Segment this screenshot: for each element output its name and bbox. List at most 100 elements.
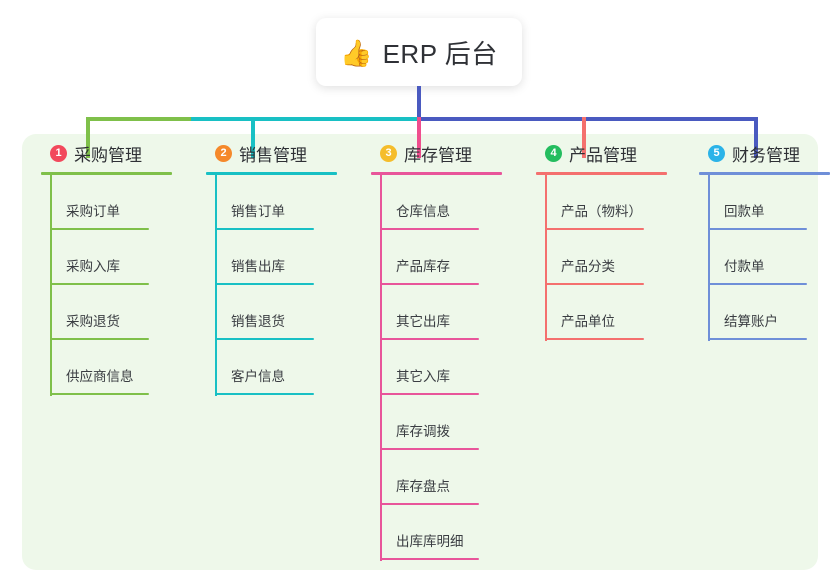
branch-badge-5: 5: [708, 145, 725, 162]
branch-header-rule-1: [41, 172, 172, 175]
list-item[interactable]: 销售退货: [201, 285, 366, 340]
branch-spine-2: [215, 174, 217, 396]
branch-header-rule-3: [371, 172, 502, 175]
list-item-label: 结算账户: [724, 314, 778, 329]
list-item-label: 供应商信息: [66, 369, 134, 384]
list-item[interactable]: 销售订单: [201, 175, 366, 230]
branch-badge-3: 3: [380, 145, 397, 162]
list-item-label: 采购入库: [66, 259, 120, 274]
list-item-rule: [380, 448, 479, 450]
branch-items-5: 回款单 付款单 结算账户: [694, 175, 839, 340]
list-item[interactable]: 采购退货: [36, 285, 201, 340]
branch-title-4: 产品管理: [569, 145, 637, 165]
list-item-label: 产品分类: [561, 259, 615, 274]
list-item[interactable]: 回款单: [694, 175, 839, 230]
branch-header-inventory[interactable]: 3 库存管理: [366, 134, 531, 172]
list-item-label: 产品（物料）: [561, 204, 642, 219]
list-item-rule: [215, 338, 314, 340]
branch-badge-2: 2: [215, 145, 232, 162]
branch-badge-1: 1: [50, 145, 67, 162]
list-item-label: 回款单: [724, 204, 765, 219]
branch-header-rule-5: [699, 172, 830, 175]
branch-items-3: 仓库信息 产品库存 其它出库 其它入库 库存调拨: [366, 175, 531, 560]
branch-items-4: 产品（物料） 产品分类 产品单位: [531, 175, 696, 340]
branch-title-5: 财务管理: [732, 145, 800, 165]
list-item[interactable]: 采购订单: [36, 175, 201, 230]
list-item[interactable]: 付款单: [694, 230, 839, 285]
branch-title-1: 采购管理: [74, 145, 142, 165]
list-item-label: 产品库存: [396, 259, 450, 274]
list-item-label: 销售退货: [231, 314, 285, 329]
list-item-label: 出库库明细: [396, 534, 464, 549]
list-item[interactable]: 供应商信息: [36, 340, 201, 395]
list-item-label: 销售出库: [231, 259, 285, 274]
list-item[interactable]: 结算账户: [694, 285, 839, 340]
list-item[interactable]: 库存盘点: [366, 450, 531, 505]
branch-spine-1: [50, 174, 52, 396]
list-item-label: 其它入库: [396, 369, 450, 384]
list-item-rule: [545, 283, 644, 285]
list-item-rule: [380, 228, 479, 230]
list-item-rule: [215, 228, 314, 230]
branch-title-2: 销售管理: [239, 145, 307, 165]
branch-header-rule-4: [536, 172, 667, 175]
list-item-rule: [50, 228, 149, 230]
branch-column-procurement: 1 采购管理 采购订单 采购入库 采购退货 供应商信息: [36, 134, 201, 396]
list-item[interactable]: 产品（物料）: [531, 175, 696, 230]
branch-column-finance: 5 财务管理 回款单 付款单 结算账户: [694, 134, 839, 341]
list-item[interactable]: 采购入库: [36, 230, 201, 285]
list-item-label: 采购退货: [66, 314, 120, 329]
thumbs-up-icon: 👍: [340, 37, 373, 68]
branch-spine-3: [380, 174, 382, 561]
list-item[interactable]: 其它出库: [366, 285, 531, 340]
list-item-label: 其它出库: [396, 314, 450, 329]
branch-items-1: 采购订单 采购入库 采购退货 供应商信息: [36, 175, 201, 395]
branch-column-sales: 2 销售管理 销售订单 销售出库 销售退货 客户信息: [201, 134, 366, 396]
list-item-label: 采购订单: [66, 204, 120, 219]
list-item-label: 付款单: [724, 259, 765, 274]
list-item-rule: [708, 283, 807, 285]
list-item[interactable]: 客户信息: [201, 340, 366, 395]
list-item-label: 产品单位: [561, 314, 615, 329]
list-item[interactable]: 其它入库: [366, 340, 531, 395]
list-item-rule: [708, 338, 807, 340]
branch-header-sales[interactable]: 2 销售管理: [201, 134, 366, 172]
list-item[interactable]: 仓库信息: [366, 175, 531, 230]
branch-column-inventory: 3 库存管理 仓库信息 产品库存 其它出库 其它入库: [366, 134, 531, 561]
branch-columns: 1 采购管理 采购订单 采购入库 采购退货 供应商信息: [22, 134, 830, 570]
list-item[interactable]: 出库库明细: [366, 505, 531, 560]
root-node-erp-backend[interactable]: 👍 ERP 后台: [316, 18, 522, 86]
list-item-label: 库存调拨: [396, 424, 450, 439]
list-item[interactable]: 产品库存: [366, 230, 531, 285]
list-item-rule: [50, 283, 149, 285]
list-item[interactable]: 产品单位: [531, 285, 696, 340]
branch-spine-4: [545, 174, 547, 341]
branch-badge-4: 4: [545, 145, 562, 162]
list-item[interactable]: 产品分类: [531, 230, 696, 285]
list-item-label: 销售订单: [231, 204, 285, 219]
branch-items-2: 销售订单 销售出库 销售退货 客户信息: [201, 175, 366, 395]
diagram-backdrop-panel: [22, 134, 818, 570]
list-item-rule: [215, 283, 314, 285]
branch-header-procurement[interactable]: 1 采购管理: [36, 134, 201, 172]
list-item-rule: [50, 393, 149, 395]
list-item[interactable]: 销售出库: [201, 230, 366, 285]
branch-column-product: 4 产品管理 产品（物料） 产品分类 产品单位: [531, 134, 696, 341]
branch-header-product[interactable]: 4 产品管理: [531, 134, 696, 172]
list-item-label: 仓库信息: [396, 204, 450, 219]
list-item-label: 库存盘点: [396, 479, 450, 494]
list-item-rule: [708, 228, 807, 230]
branch-header-finance[interactable]: 5 财务管理: [694, 134, 839, 172]
list-item-rule: [380, 393, 479, 395]
branch-header-rule-2: [206, 172, 337, 175]
branch-spine-5: [708, 174, 710, 341]
list-item-rule: [545, 228, 644, 230]
list-item-rule: [380, 338, 479, 340]
list-item[interactable]: 库存调拨: [366, 395, 531, 450]
list-item-label: 客户信息: [231, 369, 285, 384]
list-item-rule: [545, 338, 644, 340]
list-item-rule: [380, 503, 479, 505]
list-item-rule: [380, 558, 479, 560]
branch-title-3: 库存管理: [404, 145, 472, 165]
